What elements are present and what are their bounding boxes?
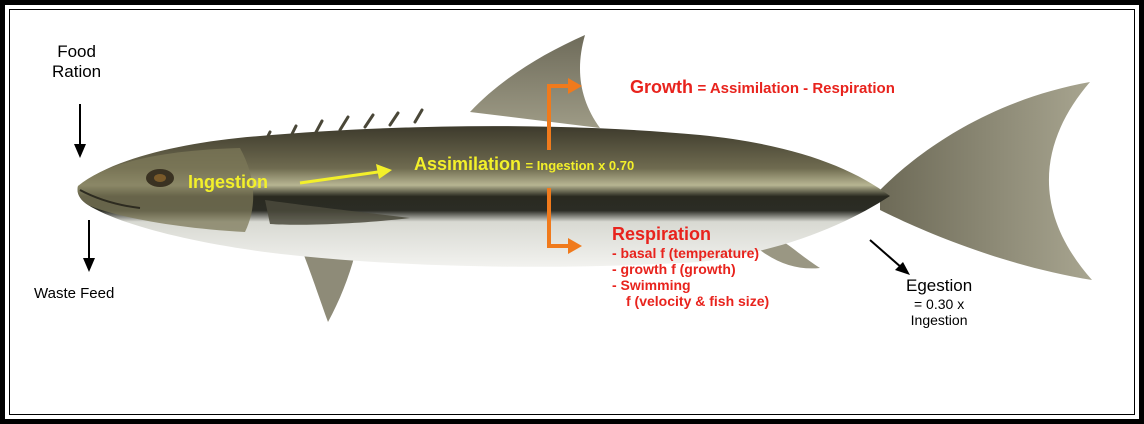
respiration-group: Respiration - basal f (temperature) - gr… bbox=[612, 224, 769, 309]
assimilation-group: Assimilation = Ingestion x 0.70 bbox=[414, 154, 634, 175]
waste-feed-label: Waste Feed bbox=[34, 285, 114, 302]
egestion-group: Egestion = 0.30 x Ingestion bbox=[906, 276, 972, 328]
tail-fin bbox=[880, 82, 1092, 280]
respiration-item: f (velocity & fish size) bbox=[612, 293, 769, 309]
growth-formula: = Assimilation - Respiration bbox=[697, 80, 894, 97]
respiration-item: - growth f (growth) bbox=[612, 261, 769, 277]
respiration-item: - basal f (temperature) bbox=[612, 245, 769, 261]
growth-label: Growth bbox=[630, 77, 693, 97]
food-ration-line1: Food bbox=[52, 42, 101, 62]
egestion-arrow bbox=[870, 240, 902, 268]
ingestion-label: Ingestion bbox=[188, 172, 268, 193]
egestion-formula-line2: Ingestion bbox=[906, 312, 972, 328]
assimilation-label: Assimilation bbox=[414, 154, 521, 174]
food-ration-label: Food Ration bbox=[52, 42, 101, 81]
egestion-label: Egestion bbox=[906, 276, 972, 296]
growth-group: Growth = Assimilation - Respiration bbox=[630, 77, 895, 98]
egestion-formula-line1: = 0.30 x bbox=[906, 296, 972, 312]
respiration-label: Respiration bbox=[612, 224, 769, 245]
dorsal-fin bbox=[470, 35, 600, 128]
assimilation-formula: = Ingestion x 0.70 bbox=[525, 158, 634, 173]
respiration-item: - Swimming bbox=[612, 277, 769, 293]
food-ration-line2: Ration bbox=[52, 62, 101, 82]
